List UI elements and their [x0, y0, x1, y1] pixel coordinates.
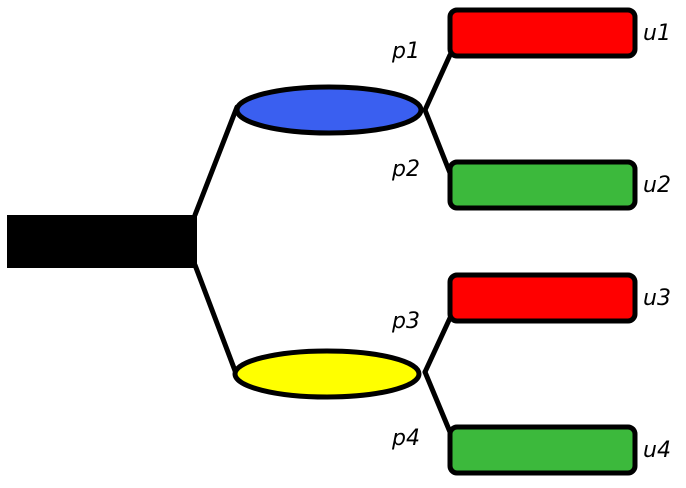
yellow-node [232, 348, 422, 400]
edge-yellow-to-u4 [422, 369, 453, 435]
edge-root-to-yellow [192, 262, 240, 379]
leaf-u2 [447, 159, 638, 211]
leaf-label-u4: u4 [643, 438, 671, 463]
leaf-u4 [447, 424, 638, 476]
leaf-label-u2: u2 [643, 173, 671, 198]
leaf-label-u3: u3 [643, 286, 671, 311]
leaf-label-u1: u1 [643, 21, 671, 46]
leaf-u3 [447, 272, 638, 324]
edge-blue-to-u1 [422, 52, 453, 113]
edge-label-p2: p2 [391, 157, 420, 182]
blue-node [234, 84, 424, 136]
leaf-u1 [447, 7, 638, 59]
edge-blue-to-u2 [422, 107, 453, 176]
edge-root-to-blue [192, 104, 240, 218]
edge-yellow-to-u3 [422, 315, 453, 375]
root-node [7, 215, 197, 268]
edge-label-p3: p3 [391, 309, 420, 334]
edge-label-p4: p4 [391, 426, 420, 451]
edge-label-p1: p1 [391, 39, 420, 64]
